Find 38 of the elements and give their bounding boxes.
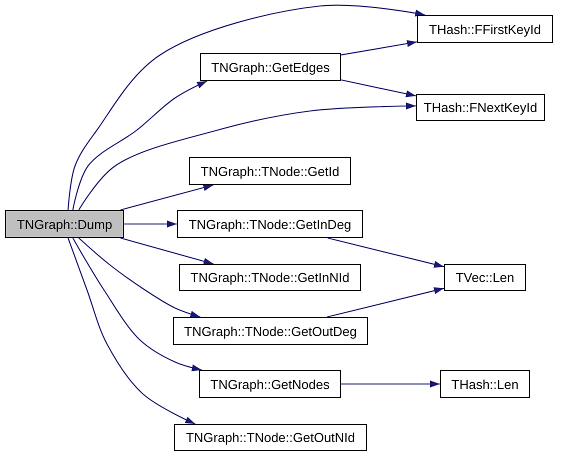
function-box <box>173 317 368 345</box>
call-arrow <box>72 238 202 372</box>
call-arrow <box>341 380 440 388</box>
function-name: THash::Len <box>451 378 519 390</box>
call-arrow <box>120 237 214 265</box>
function-box <box>417 15 553 43</box>
call-arrow <box>328 237 444 268</box>
call-arrow <box>340 40 418 56</box>
function-box <box>416 94 545 121</box>
call-arrow <box>68 238 196 424</box>
function-name: TNGraph::TNode::GetOutDeg <box>184 324 357 338</box>
call-arrow <box>78 238 200 318</box>
call-arrow <box>340 79 416 98</box>
function-name: TVec::Len <box>456 271 514 284</box>
call-arrow <box>72 80 208 210</box>
function-box <box>179 264 361 291</box>
function-box <box>199 370 341 398</box>
function-name: THash::FFirstKeyId <box>429 22 541 36</box>
function-box <box>444 264 526 291</box>
highlighted-function-box <box>5 210 124 238</box>
function-box <box>189 157 351 185</box>
function-name: TNGraph::TNode::GetId <box>200 164 340 178</box>
function-box <box>174 424 367 451</box>
function-name: THash::FNextKeyId <box>424 101 538 114</box>
function-name: TNGraph::TNode::GetInDeg <box>188 218 352 230</box>
function-box <box>440 370 530 398</box>
function-name: TNGraph::TNode::GetInNId <box>190 271 350 284</box>
call-arrow <box>124 220 177 228</box>
call-arrow <box>326 287 444 318</box>
function-name: TNGraph::TNode::GetOutNId <box>186 431 356 444</box>
call-arrow <box>78 102 416 210</box>
call-arrow <box>120 184 214 211</box>
function-box <box>177 210 363 238</box>
call-arrow <box>68 4 426 210</box>
function-name: TNGraph::GetEdges <box>211 60 330 74</box>
function-name: TNGraph::Dump <box>16 218 112 230</box>
function-box <box>200 53 341 81</box>
function-name: TNGraph::GetNodes <box>210 378 330 390</box>
